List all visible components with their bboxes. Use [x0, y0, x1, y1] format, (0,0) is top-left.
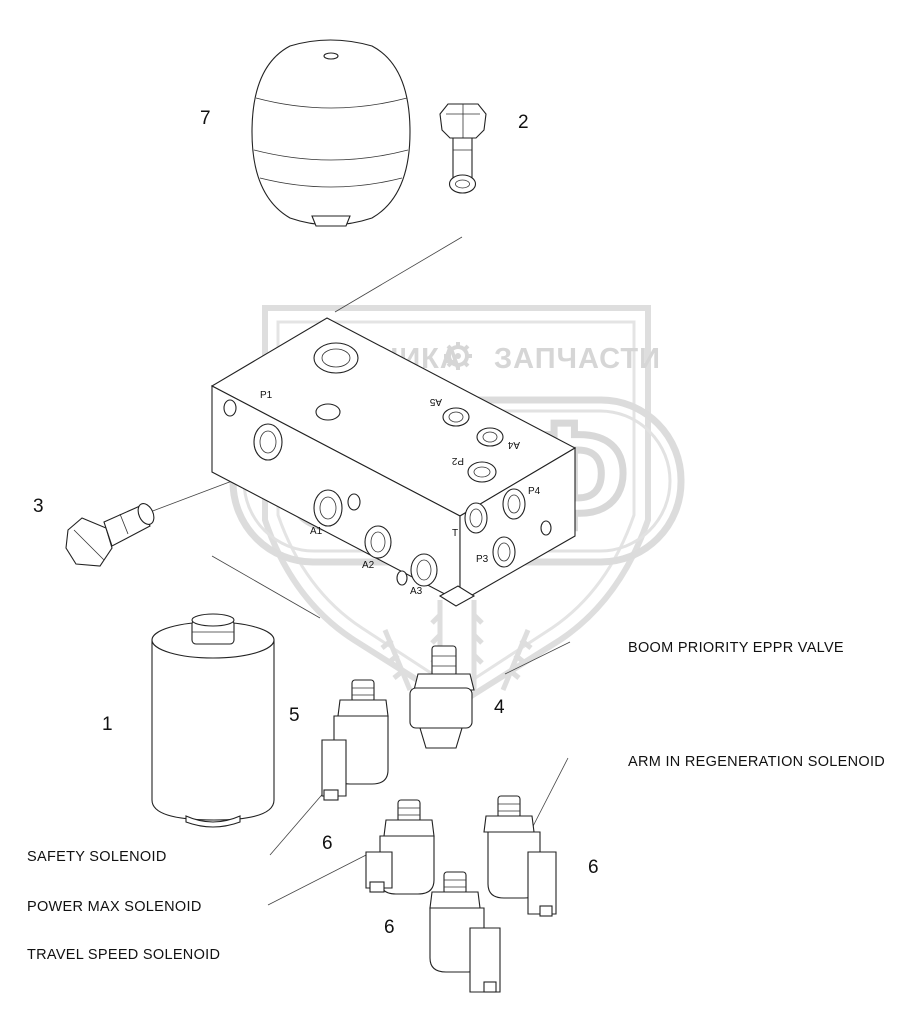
port-label-p2: P2: [451, 455, 464, 466]
part-number-6b: 6: [588, 857, 599, 878]
port-label-a4: A4: [507, 439, 520, 450]
watermark-gear-icon: [444, 342, 472, 370]
part-3-plug: [65, 503, 155, 567]
part-number-1: 1: [102, 714, 113, 735]
part-number-6c: 6: [384, 917, 395, 938]
callout-labels: BOOM PRIORITY EPPR VALVE ARM IN REGENERA…: [27, 640, 885, 963]
part-4-eppr-valve: [409, 645, 475, 749]
port-labels: P1 A5 A4 P2 P4 T P3 A1 A2 A3: [260, 390, 541, 597]
port-label-a3: A3: [410, 586, 423, 597]
part-number-6a: 6: [322, 833, 333, 854]
valve-block: [210, 317, 577, 607]
callout-boom-priority-eppr-valve: BOOM PRIORITY EPPR VALVE: [628, 640, 844, 656]
callout-power-max-solenoid: POWER MAX SOLENOID: [27, 899, 202, 915]
part-7-accumulator: [251, 39, 411, 227]
part-2-plug: [439, 103, 487, 194]
callout-safety-solenoid: SAFETY SOLENOID: [27, 849, 167, 865]
port-label-a2: A2: [362, 560, 375, 571]
port-label-t: T: [452, 528, 458, 539]
part-6b-solenoid: [483, 795, 557, 917]
port-label-a5: A5: [429, 396, 442, 407]
callout-arm-in-regeneration-solenoid: ARM IN REGENERATION SOLENOID: [628, 754, 885, 770]
part-5-solenoid: [321, 679, 389, 801]
part-1-filter: [151, 613, 275, 828]
part-number-4: 4: [494, 697, 505, 718]
port-label-p4: P4: [528, 486, 541, 497]
port-label-a1: A1: [310, 526, 323, 537]
part-number-5: 5: [289, 705, 300, 726]
part-6c-solenoid: [429, 871, 501, 993]
part-6a-solenoid: [365, 799, 435, 895]
port-label-p3: P3: [476, 554, 489, 565]
watermark-text-right: ЗАПЧАСТИ: [494, 343, 661, 375]
part-number-3: 3: [33, 496, 44, 517]
port-label-p1: P1: [260, 390, 273, 401]
callout-travel-speed-solenoid: TRAVEL SPEED SOLENOID: [27, 947, 220, 963]
part-number-7: 7: [200, 108, 211, 129]
part-numbers: 7 2 3 1 5 4 6 6 6: [33, 108, 599, 938]
part-number-2: 2: [518, 112, 529, 133]
